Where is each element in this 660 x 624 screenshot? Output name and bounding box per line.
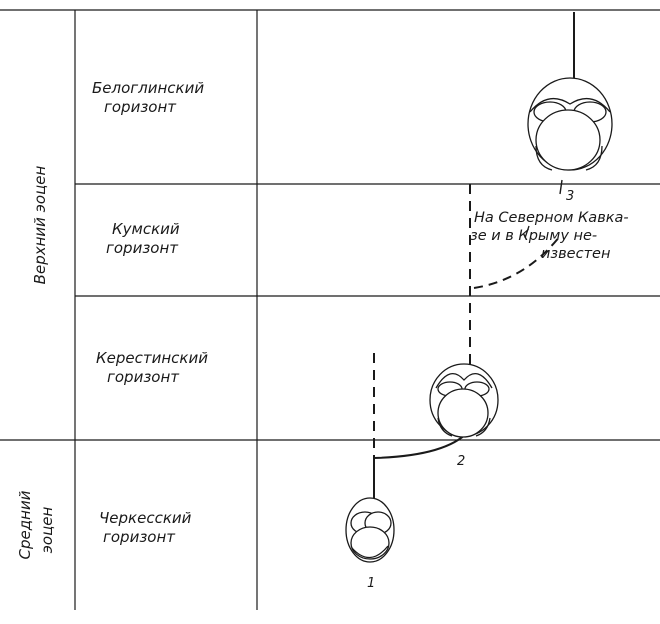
note-line-1: На Северном Кавка-	[474, 210, 629, 226]
horizon-name: Черкесский	[99, 509, 192, 527]
horizon-suffix: горизонт	[104, 98, 177, 116]
epoch-label-middle-eocene-line2: эоцен	[38, 506, 56, 553]
distribution-note: На Северном Кавка- зе и в Крыму не- изве…	[470, 210, 629, 262]
specimen-3-shell-icon	[528, 78, 612, 170]
horizon-name: Керестинский	[96, 349, 208, 367]
horizon-name: Белоглинский	[92, 79, 204, 97]
horizon-name: Кумский	[112, 220, 180, 238]
horizon-suffix: горизонт	[107, 368, 180, 386]
specimen-2-number: 2	[457, 454, 465, 469]
horizon-belogl: Белоглинский горизонт	[92, 79, 204, 116]
horizon-suffix: горизонт	[103, 528, 176, 546]
tick-3	[560, 180, 562, 194]
specimen-3-number: 3	[566, 189, 574, 204]
note-line-2: зе и в Крыму не-	[470, 228, 597, 244]
horizon-cherkessky: Черкесский горизонт	[99, 509, 192, 546]
specimen-1-shell-icon	[346, 498, 394, 562]
specimen-1-number: 1	[367, 576, 375, 591]
epoch-label-upper-eocene: Верхний эоцен	[31, 165, 49, 284]
epoch-label-middle-eocene-line1: Средний	[16, 490, 34, 559]
horizon-suffix: горизонт	[106, 239, 179, 257]
horizon-kumsky: Кумский горизонт	[106, 220, 180, 257]
specimen-2-shell-icon	[430, 364, 498, 437]
horizon-kerestinsky: Керестинский горизонт	[96, 349, 208, 386]
note-line-3: известен	[541, 246, 610, 262]
